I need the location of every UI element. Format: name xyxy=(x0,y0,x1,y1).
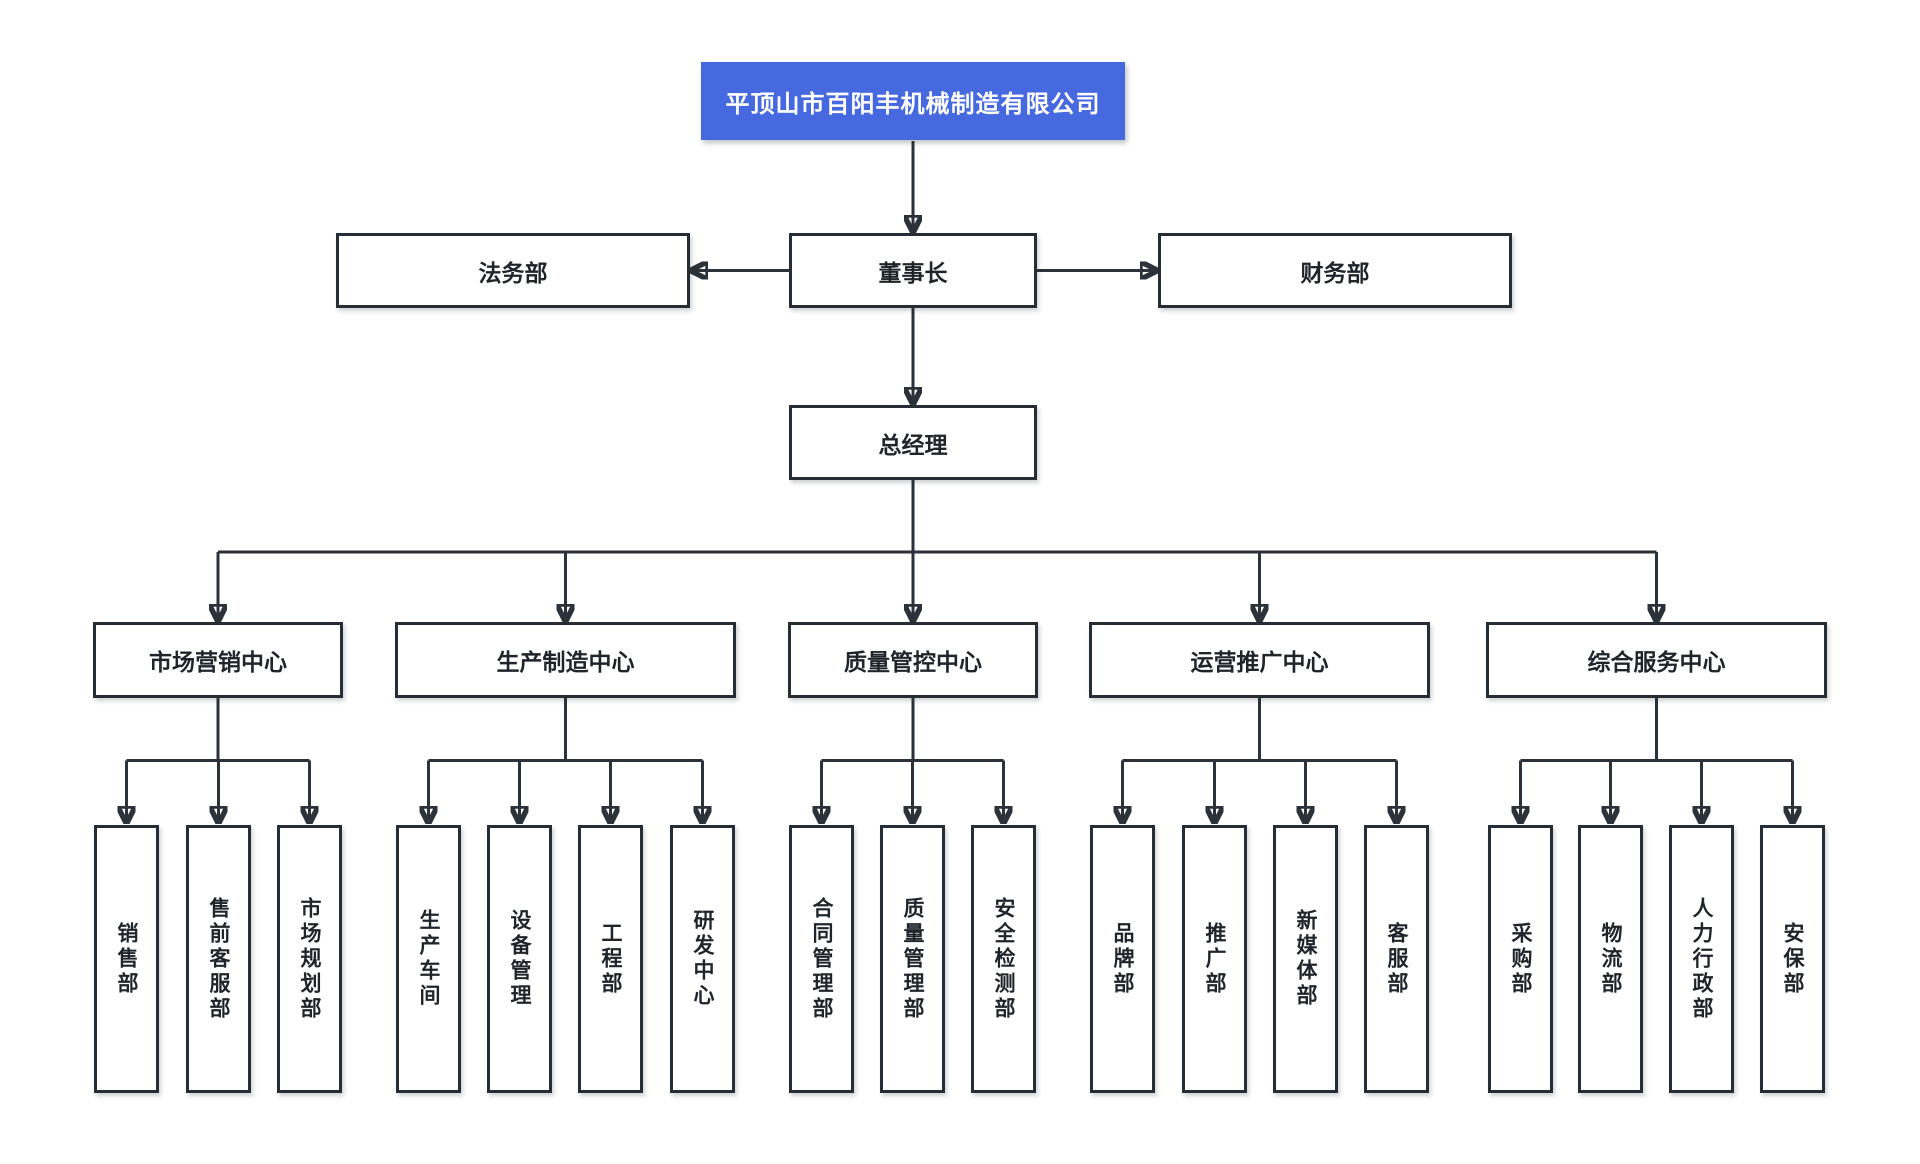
node-rd-center[interactable]: 研发中心 xyxy=(670,825,735,1093)
node-promotion-dept[interactable]: 推广部 xyxy=(1182,825,1247,1093)
node-legal-dept[interactable]: 法务部 xyxy=(336,233,690,308)
node-chairman[interactable]: 董事长 xyxy=(789,233,1037,308)
node-operations-center[interactable]: 运营推广中心 xyxy=(1089,622,1430,698)
node-engineering-dept[interactable]: 工程部 xyxy=(578,825,643,1093)
node-production-workshop[interactable]: 生产车间 xyxy=(396,825,461,1093)
node-company-root[interactable]: 平顶山市百阳丰机械制造有限公司 xyxy=(701,62,1125,140)
node-hr-admin-dept[interactable]: 人力行政部 xyxy=(1669,825,1734,1093)
node-equipment-management[interactable]: 设备管理 xyxy=(487,825,552,1093)
node-finance-dept[interactable]: 财务部 xyxy=(1158,233,1512,308)
node-quality-management-dept[interactable]: 质量管理部 xyxy=(880,825,945,1093)
node-services-center[interactable]: 综合服务中心 xyxy=(1486,622,1827,698)
node-presales-service-dept[interactable]: 售前客服部 xyxy=(186,825,251,1093)
node-quality-center[interactable]: 质量管控中心 xyxy=(788,622,1038,698)
node-general-manager[interactable]: 总经理 xyxy=(789,405,1037,480)
node-security-dept[interactable]: 安保部 xyxy=(1760,825,1825,1093)
node-contract-management-dept[interactable]: 合同管理部 xyxy=(789,825,854,1093)
node-production-center[interactable]: 生产制造中心 xyxy=(395,622,736,698)
node-marketing-center[interactable]: 市场营销中心 xyxy=(93,622,343,698)
node-sales-dept[interactable]: 销售部 xyxy=(94,825,159,1093)
node-market-planning-dept[interactable]: 市场规划部 xyxy=(277,825,342,1093)
node-new-media-dept[interactable]: 新媒体部 xyxy=(1273,825,1338,1093)
node-procurement-dept[interactable]: 采购部 xyxy=(1488,825,1553,1093)
node-safety-inspection-dept[interactable]: 安全检测部 xyxy=(971,825,1036,1093)
node-customer-service-dept[interactable]: 客服部 xyxy=(1364,825,1429,1093)
node-logistics-dept[interactable]: 物流部 xyxy=(1578,825,1643,1093)
node-brand-dept[interactable]: 品牌部 xyxy=(1090,825,1155,1093)
